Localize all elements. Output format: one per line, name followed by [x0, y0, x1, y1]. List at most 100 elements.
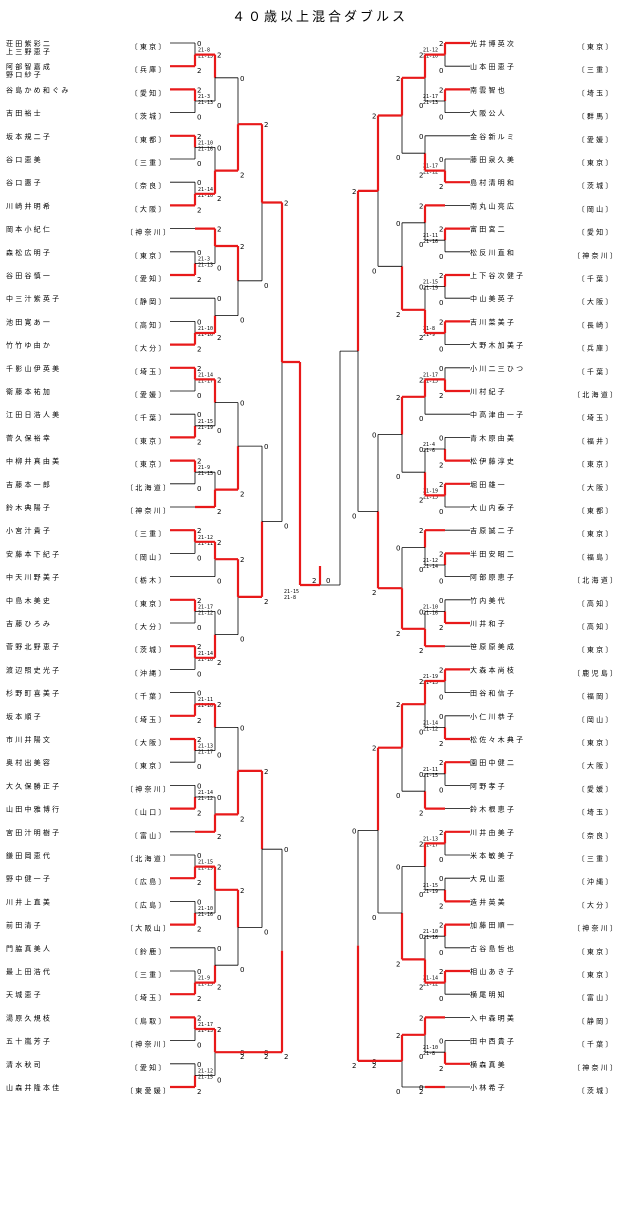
left-team-prefecture: 〔 大 阪 〕: [131, 204, 166, 213]
page-title: ４０歳以上混合ダブルス: [231, 10, 408, 25]
left-team-prefecture: 〔 鳥 取 〕: [131, 1016, 166, 1025]
right-team-prefecture: 〔 高 知 〕: [578, 599, 613, 608]
left-team-name: 衛 藤 本 祐 加: [6, 387, 50, 396]
left-team-prefecture: 〔 千 葉 〕: [131, 413, 166, 422]
right-r3-result: 0: [396, 864, 400, 872]
right-team-prefecture: 〔 東 京 〕: [578, 158, 613, 167]
right-r2-result: 2: [419, 376, 423, 384]
right-team-name: 藤 田 泉 久 美: [470, 155, 514, 164]
left-team-prefecture: 〔 東 京 〕: [131, 599, 166, 608]
left-team-prefecture: 〔 静 岡 〕: [131, 297, 166, 306]
right-r1-match-score: 21-14: [423, 976, 438, 982]
left-r2-result: 0: [217, 608, 221, 616]
right-team-name: 上 下 谷 次 健 子: [470, 271, 523, 280]
right-team-prefecture: 〔 静 岡 〕: [578, 1016, 613, 1025]
right-team-name: 光 井 博 英 次: [470, 39, 514, 48]
left-r1-match-score: 21-15: [198, 419, 213, 425]
left-team-name: 吉 田 裕 士: [6, 109, 41, 118]
right-r3-result: 0: [396, 473, 400, 481]
left-r2-result: 0: [217, 945, 221, 953]
right-r2-result: 2: [419, 52, 423, 60]
left-team-partner: 上 三 野 恵 子: [6, 47, 50, 56]
left-team-name: 岡 本 小 紀 仁: [6, 225, 50, 234]
right-team-prefecture: 〔 茨 城 〕: [578, 1086, 613, 1095]
right-r2-result: 2: [419, 334, 423, 342]
right-r1-match-score: 21-11: [423, 233, 438, 239]
left-team-prefecture: 〔 大 分 〕: [131, 344, 166, 353]
right-r1-result: 2: [439, 740, 443, 748]
left-team-name: 谷 口 恵 美: [6, 155, 41, 164]
right-team-name: 川 井 由 美 子: [470, 828, 514, 837]
left-team-prefecture: 〔 埼 玉 〕: [131, 367, 166, 376]
right-team-name: 半 田 安 昭 二: [470, 549, 514, 558]
left-team-prefecture: 〔 神 奈 川 〕: [126, 506, 170, 515]
left-r1-match-score: 21-16: [198, 146, 213, 152]
final-result-left: 2: [312, 577, 316, 585]
right-r4-result: 0: [372, 914, 376, 922]
right-team-prefecture: 〔 鹿 児 島 〕: [573, 668, 617, 677]
right-team-prefecture: 〔 岡 山 〕: [578, 204, 613, 213]
left-team-prefecture: 〔 奈 良 〕: [131, 181, 166, 190]
right-team-prefecture: 〔 東 都 〕: [578, 506, 613, 515]
left-r2-result: 2: [217, 984, 221, 992]
left-r1-result: 2: [197, 1088, 201, 1096]
left-r1-result: 2: [197, 597, 201, 605]
right-r2-result: 2: [419, 202, 423, 210]
right-r1-match-score: 21-19: [423, 674, 438, 680]
right-team-prefecture: 〔 群 馬 〕: [578, 112, 613, 121]
left-r5-result: 0: [284, 523, 288, 531]
left-team-name: 中 天 川 野 美 子: [6, 573, 59, 582]
right-team-prefecture: 〔 埼 玉 〕: [578, 88, 613, 97]
right-r1-result: 2: [439, 759, 443, 767]
right-team-prefecture: 〔 兵 庫 〕: [578, 344, 613, 353]
left-r1-result: 0: [197, 782, 201, 790]
right-r1-result: 2: [439, 183, 443, 191]
left-team-name: 前 田 清 子: [6, 921, 41, 930]
right-r1-result: 2: [439, 666, 443, 674]
right-team-name: 川 井 和 子: [470, 619, 505, 628]
right-r1-result: 0: [439, 995, 443, 1003]
right-r1-result: 0: [439, 508, 443, 516]
left-team-prefecture: 〔 三 重 〕: [131, 159, 166, 167]
right-r1-match-score: 21-17: [423, 94, 438, 100]
left-team-prefecture: 〔 広 島 〕: [131, 877, 166, 886]
right-r4-result: 0: [372, 267, 376, 275]
right-team-name: 園 田 中 健 二: [470, 758, 514, 767]
left-team-name: 清 水 秋 司: [6, 1060, 41, 1069]
right-r2-result: 2: [419, 678, 423, 686]
left-r3-result: 0: [240, 636, 244, 644]
right-team-prefecture: 〔 神 奈 川 〕: [573, 924, 617, 933]
left-team-name: 中 柳 井 真 由 美: [6, 457, 59, 466]
left-team-prefecture: 〔 東 京 〕: [131, 251, 166, 260]
right-team-prefecture: 〔 大 阪 〕: [578, 483, 613, 492]
right-r1-result: 0: [439, 949, 443, 957]
left-r2-result: 2: [217, 833, 221, 841]
left-r1-match-score: 21-17: [198, 750, 213, 756]
left-r1-match-score: 21-19: [198, 425, 213, 431]
right-team-prefecture: 〔 大 阪 〕: [578, 761, 613, 770]
left-team-prefecture: 〔 神 奈 川 〕: [126, 1040, 170, 1049]
left-r1-match-score: 21-17: [198, 1022, 213, 1028]
left-team-partner: 野 口 紗 子: [6, 71, 41, 79]
right-team-name: 松 伊 藤 淳 史: [470, 457, 514, 466]
left-r2-result: 2: [217, 701, 221, 709]
left-r1-match-score: 21-10: [198, 326, 213, 332]
right-r3-result: 2: [396, 311, 400, 319]
left-r4-result: 2: [264, 768, 268, 776]
left-team-prefecture: 〔 北 海 道 〕: [126, 854, 170, 863]
right-team-prefecture: 〔 東 京 〕: [578, 42, 613, 51]
right-r2-result: 2: [419, 810, 423, 818]
right-r1-result: 0: [439, 114, 443, 122]
left-team-prefecture: 〔 大 阪 〕: [131, 738, 166, 747]
right-r1-match-score: 21-15: [423, 883, 438, 889]
right-team-name: 青 木 原 由 美: [470, 433, 514, 442]
right-r1-match-score: 21-8: [423, 326, 435, 332]
right-r1-match-score: 21-16: [423, 935, 438, 941]
right-r1-match-score: 21-12: [423, 726, 438, 732]
left-r2-result: 0: [217, 794, 221, 802]
right-r1-match-score: 21-9: [423, 332, 435, 338]
final-match-score: 21-8: [284, 595, 296, 601]
right-r1-result: 2: [439, 922, 443, 930]
right-r1-result: 0: [439, 713, 443, 721]
left-r2-result: 2: [217, 659, 221, 667]
